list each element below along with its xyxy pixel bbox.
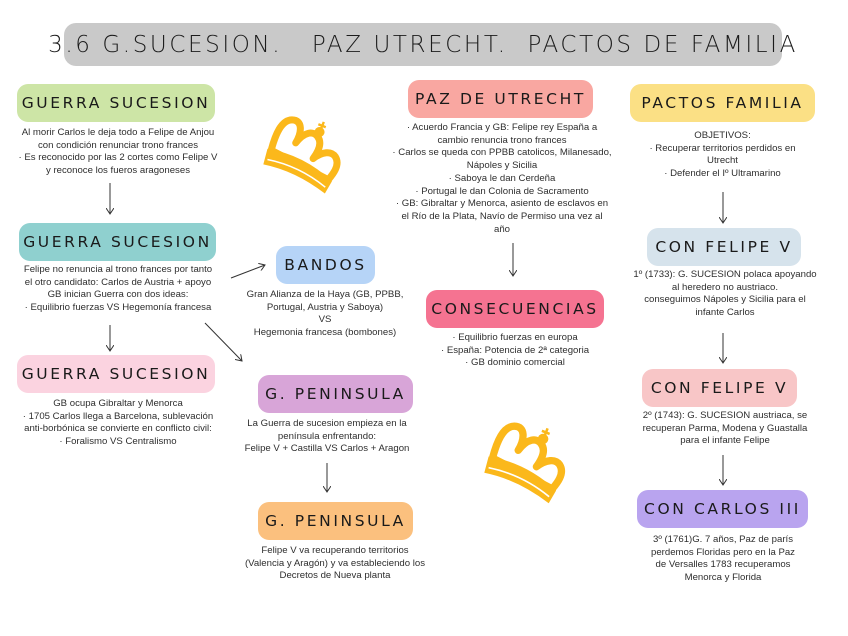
title-banner: 3.6 G.SUCESION. PAZ UTRECHT. PACTOS DE F… bbox=[48, 23, 795, 66]
node-g-peninsula-1: G. PENINSULA bbox=[258, 375, 413, 413]
node-label: BANDOS bbox=[284, 256, 367, 274]
note-line: recuperan Parma, Modena y Guastalla bbox=[642, 422, 808, 434]
note-line: · Recuperar territorios perdidos en bbox=[649, 142, 796, 154]
note-line: Felipe V va recuperando territorios bbox=[261, 545, 409, 556]
node-guerra-sucesion-2: GUERRA SUCESION bbox=[19, 223, 216, 261]
note-line: · GB: Gibraltar y Menorca, asiento de es… bbox=[395, 198, 609, 210]
note-line: el otro candidato: Carlos de Austria + a… bbox=[24, 276, 212, 288]
note-line: GB inician Guerra con dos ideas: bbox=[47, 289, 189, 301]
note-g-peninsula-1: La Guerra de sucesion empieza en la pení… bbox=[229, 418, 425, 456]
node-con-felipe-v-1: CON FELIPE V bbox=[647, 228, 801, 266]
note-g-peninsula-2: Felipe V va recuperando territorios (Val… bbox=[230, 545, 440, 583]
note-line: el Río de la Plata, Navío de Permiso una… bbox=[401, 210, 603, 222]
note-line: anti-borbónica se convierte en conflicto… bbox=[24, 423, 212, 435]
arrow-guerra2-peninsula bbox=[204, 322, 242, 361]
note-line: para el infante Felipe bbox=[680, 435, 770, 447]
note-paz-de-utrecht: · Acuerdo Francia y GB: Felipe rey Españ… bbox=[384, 122, 620, 236]
node-label: GUERRA SUCESION bbox=[23, 233, 212, 251]
note-line: Felipe no renuncia al trono frances por … bbox=[23, 264, 213, 275]
note-line: y reconoce los fueros aragoneses bbox=[46, 165, 190, 177]
note-line: infante Carlos bbox=[695, 307, 755, 319]
note-line: al heredero no austriaco. bbox=[671, 281, 779, 293]
node-label: G. PENINSULA bbox=[265, 385, 406, 403]
node-con-felipe-v-2: CON FELIPE V bbox=[642, 369, 797, 407]
note-line: 1º (1733): G. SUCESION polaca apoyando bbox=[633, 269, 817, 280]
note-line: · Defender el Iº Ultramarino bbox=[664, 168, 781, 180]
note-line: Nápoles y Sicilia bbox=[466, 160, 538, 172]
note-line: · Portugal le dan Colonia de Sacramento bbox=[415, 185, 589, 197]
note-guerra-sucesion-3: GB ocupa Gibraltar y Menorca · 1705 Carl… bbox=[4, 398, 232, 449]
node-g-peninsula-2: G. PENINSULA bbox=[258, 502, 413, 540]
note-con-carlos-iii: 3º (1761)G. 7 años, Paz de parís perdemo… bbox=[625, 534, 821, 585]
note-line: con condición renunciar trono frances bbox=[38, 139, 198, 151]
node-pactos-familia: PACTOS FAMILIA bbox=[630, 84, 815, 122]
node-guerra-sucesion-3: GUERRA SUCESION bbox=[17, 355, 215, 393]
node-bandos: BANDOS bbox=[276, 246, 375, 284]
note-line: Portugal, Austria y Saboya) bbox=[266, 301, 384, 313]
node-label: CON FELIPE V bbox=[655, 238, 793, 256]
note-line: 2º (1743): G. SUCESION austriaca, se bbox=[642, 410, 808, 421]
note-line: Gran Alianza de la Haya (GB, PPBB, bbox=[246, 289, 404, 300]
note-line: · Es reconocido por las 2 cortes como Fe… bbox=[18, 152, 218, 164]
note-line: año bbox=[493, 223, 510, 235]
note-line: cambio renuncia trono frances bbox=[437, 134, 567, 146]
note-bandos: Gran Alianza de la Haya (GB, PPBB, Portu… bbox=[232, 289, 418, 340]
note-line: Utrecht bbox=[707, 155, 738, 167]
note-line: conseguimos Nápoles y Sicilia para el bbox=[644, 294, 806, 306]
node-label: CONSECUENCIAS bbox=[431, 300, 599, 318]
note-line: perdemos Floridas pero en la Paz bbox=[651, 546, 795, 558]
node-label: PAZ DE UTRECHT bbox=[415, 90, 586, 108]
note-pactos-familia: OBJETIVOS: · Recuperar territorios perdi… bbox=[630, 130, 815, 181]
crown-icon bbox=[263, 116, 341, 194]
node-label: CON FELIPE V bbox=[650, 379, 789, 397]
note-line: · Carlos se queda con PPBB catolicos, Mi… bbox=[392, 147, 612, 159]
note-line: Al morir Carlos le deja todo a Felipe de… bbox=[21, 127, 215, 138]
note-line: · Equilibrio fuerzas en europa bbox=[452, 332, 578, 343]
note-con-felipe-v-1: 1º (1733): G. SUCESION polaca apoyando a… bbox=[620, 269, 830, 320]
node-label: CON CARLOS III bbox=[644, 500, 801, 518]
node-con-carlos-iii: CON CARLOS III bbox=[637, 490, 808, 528]
note-line: · GB dominio comercial bbox=[465, 357, 565, 369]
note-line: · Equilibrio fuerzas VS Hegemonía france… bbox=[24, 302, 212, 314]
node-label: G. PENINSULA bbox=[265, 512, 406, 530]
arrow-guerra2-bandos bbox=[230, 265, 265, 279]
note-line: (Valencia y Aragón) y va estableciendo l… bbox=[244, 557, 426, 569]
note-guerra-sucesion-2: Felipe no renuncia al trono frances por … bbox=[4, 264, 232, 315]
note-con-felipe-v-2: 2º (1743): G. SUCESION austriaca, se rec… bbox=[620, 410, 830, 448]
note-line: GB ocupa Gibraltar y Menorca bbox=[53, 398, 183, 409]
node-guerra-sucesion-1: GUERRA SUCESION bbox=[17, 84, 215, 122]
note-line: 3º (1761)G. 7 años, Paz de parís bbox=[652, 534, 794, 545]
node-paz-de-utrecht: PAZ DE UTRECHT bbox=[408, 80, 593, 118]
note-line: península enfrentando: bbox=[277, 430, 377, 442]
note-line: · España: Potencia de 2ª categoria bbox=[440, 344, 590, 356]
note-consecuencias: · Equilibrio fuerzas en europa · España:… bbox=[420, 332, 610, 370]
note-line: · 1705 Carlos llega a Barcelona, subleva… bbox=[22, 410, 214, 422]
note-line: Felipe V + Castilla VS Carlos + Aragon bbox=[244, 443, 410, 455]
note-line: Decretos de Nueva planta bbox=[279, 570, 391, 582]
note-line: La Guerra de sucesion empieza en la bbox=[247, 418, 407, 429]
note-line: · Foralismo VS Centralismo bbox=[59, 436, 177, 448]
note-line: OBJETIVOS: bbox=[694, 130, 751, 141]
node-label: GUERRA SUCESION bbox=[21, 365, 211, 383]
page-title: 3.6 G.SUCESION. PAZ UTRECHT. PACTOS DE F… bbox=[48, 31, 798, 58]
node-consecuencias: CONSECUENCIAS bbox=[426, 290, 604, 328]
note-guerra-sucesion-1: Al morir Carlos le deja todo a Felipe de… bbox=[4, 127, 232, 178]
note-line: de Versalles 1783 recuperamos bbox=[655, 559, 791, 571]
node-label: PACTOS FAMILIA bbox=[641, 94, 804, 112]
note-line: Hegemonia francesa (bombones) bbox=[253, 327, 397, 339]
note-line: VS bbox=[318, 314, 332, 326]
note-line: · Saboya le dan Cerdeña bbox=[448, 172, 556, 184]
crown-icon bbox=[484, 422, 566, 504]
note-line: Menorca y Florida bbox=[684, 572, 762, 584]
note-line: · Acuerdo Francia y GB: Felipe rey Españ… bbox=[406, 122, 598, 133]
node-label: GUERRA SUCESION bbox=[21, 94, 211, 112]
